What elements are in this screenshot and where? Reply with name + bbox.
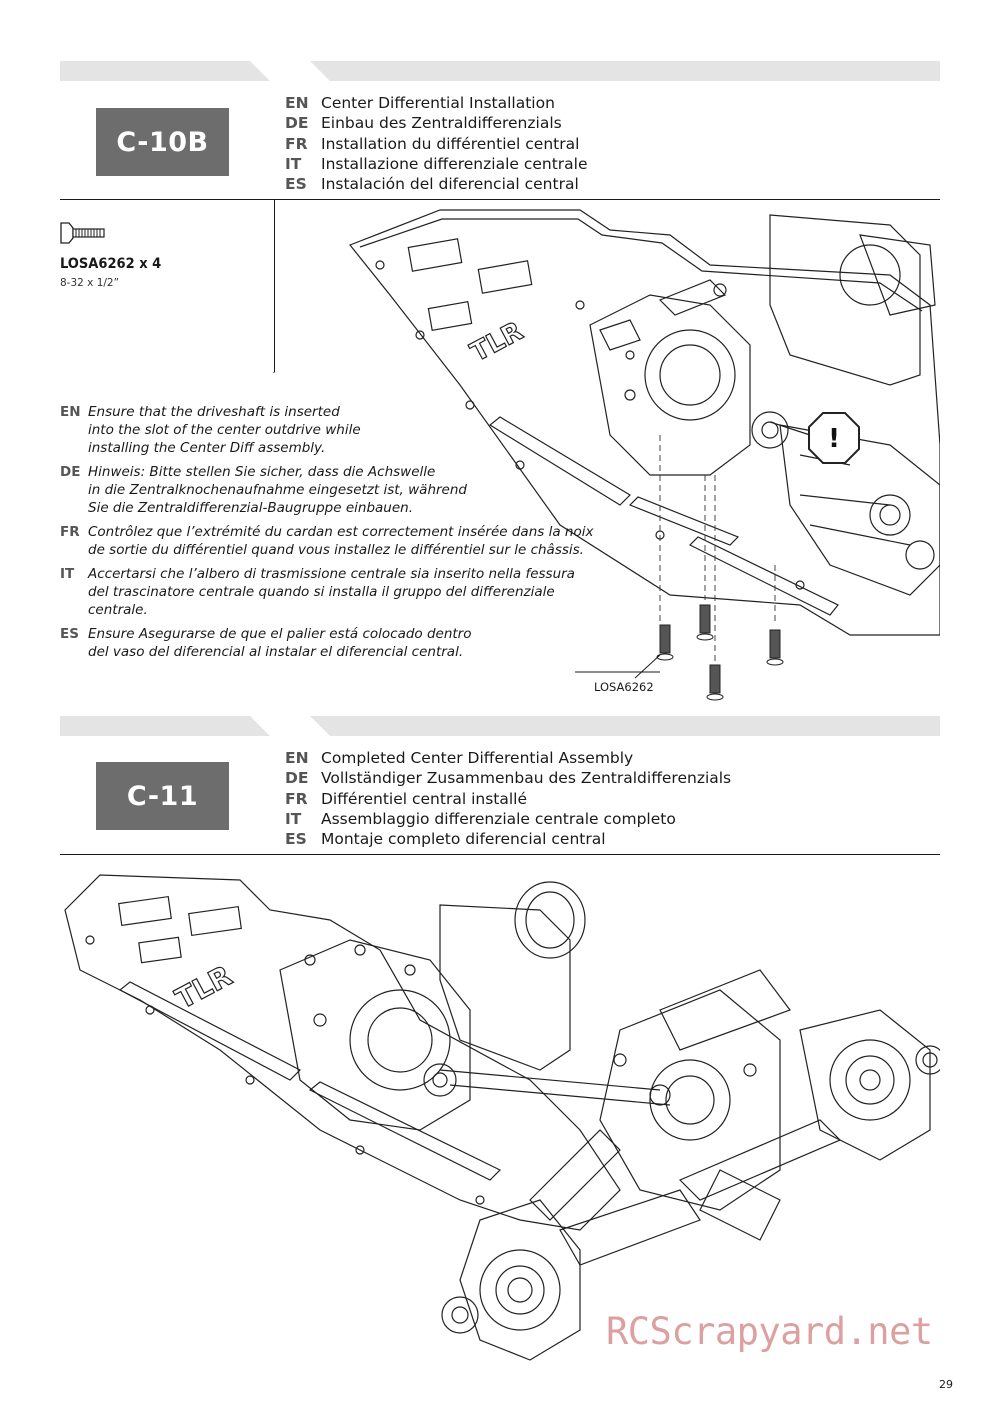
svg-text:TLR: TLR <box>466 316 528 368</box>
note-frame <box>273 372 660 673</box>
part-label: LOSA6262 x 4 <box>60 256 162 272</box>
warning-symbol: ! <box>828 424 840 454</box>
chassis-diagram-step1: TLR <box>349 209 940 701</box>
screw-icon <box>60 222 105 244</box>
callout-leader <box>575 654 661 679</box>
step-number-box-2: C-11 <box>96 762 229 830</box>
completed-assembly-diagram: TLR <box>64 874 940 1361</box>
callout-label: LOSA6262 <box>594 680 654 694</box>
step-number-box: C-10B <box>96 108 229 176</box>
section-header-band-2 <box>60 716 940 736</box>
page-number: 29 <box>939 1378 953 1391</box>
divider-line <box>60 199 940 200</box>
warning-icon: ! <box>808 412 860 464</box>
watermark-text: RCScrapyard.net <box>606 1310 933 1353</box>
parts-divider <box>274 199 275 372</box>
section-header-band <box>60 61 940 81</box>
divider-line-2 <box>60 854 940 855</box>
part-spec: 8-32 x 1/2” <box>60 277 120 289</box>
svg-text:TLR: TLR <box>170 959 237 1016</box>
warning-leader <box>770 421 811 436</box>
